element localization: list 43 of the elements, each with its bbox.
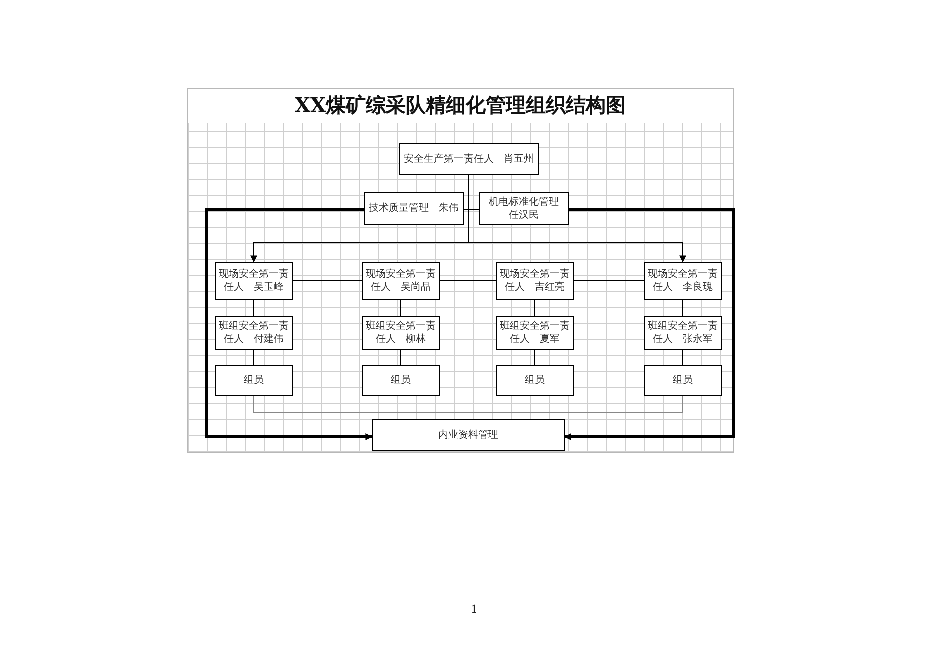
node-label: 现场安全第一责任人 吴玉峰 — [219, 268, 289, 294]
connector-line — [682, 350, 684, 366]
org-box — [479, 192, 569, 225]
node-label: 班组安全第一责任人 张永军 — [648, 320, 718, 346]
node-label: 组员 — [244, 374, 264, 387]
node-label: 内业资料管理 — [438, 428, 498, 442]
chart-title: XX煤矿综采队精细化管理组织结构图 — [294, 92, 626, 119]
connector-line — [292, 280, 362, 282]
connector-line — [400, 350, 402, 366]
org-box — [362, 262, 440, 300]
page-number: 1 — [471, 603, 478, 616]
connector-line — [254, 396, 684, 414]
connector-line — [206, 208, 373, 440]
org-box — [364, 192, 464, 225]
node-label: 组员 — [391, 374, 411, 387]
node-label: 现场安全第一责任人 李良瑰 — [648, 268, 718, 294]
node-label: 技术质量管理 朱伟 — [369, 202, 459, 215]
org-box — [644, 262, 722, 300]
org-box — [399, 143, 539, 175]
connector-line — [440, 280, 496, 282]
node-label: 班组安全第一责任人 夏军 — [500, 320, 570, 346]
org-box — [496, 365, 574, 396]
org-box — [496, 262, 574, 300]
connector-line — [534, 350, 536, 366]
node-label: 班组安全第一责任人 付建伟 — [219, 320, 289, 346]
connector-line — [400, 300, 402, 316]
connector-line — [564, 208, 736, 440]
org-box — [215, 365, 293, 396]
node-label: 现场安全第一责任人 吴尚品 — [366, 268, 436, 294]
org-box — [215, 262, 293, 300]
node-label: 组员 — [525, 374, 545, 387]
org-box — [372, 419, 565, 451]
node-label: 机电标准化管理任汉民 — [489, 196, 559, 222]
org-box — [362, 365, 440, 396]
node-label: 组员 — [673, 374, 693, 387]
connector-line — [682, 300, 684, 316]
connector-line — [468, 174, 686, 263]
connector-line — [534, 300, 536, 316]
node-label: 班组安全第一责任人 柳林 — [366, 320, 436, 346]
node-label: 现场安全第一责任人 吉红亮 — [500, 268, 570, 294]
node-label: 安全生产第一责任人 肖五州 — [404, 152, 534, 166]
connector-line — [574, 280, 644, 282]
org-box — [644, 365, 722, 396]
